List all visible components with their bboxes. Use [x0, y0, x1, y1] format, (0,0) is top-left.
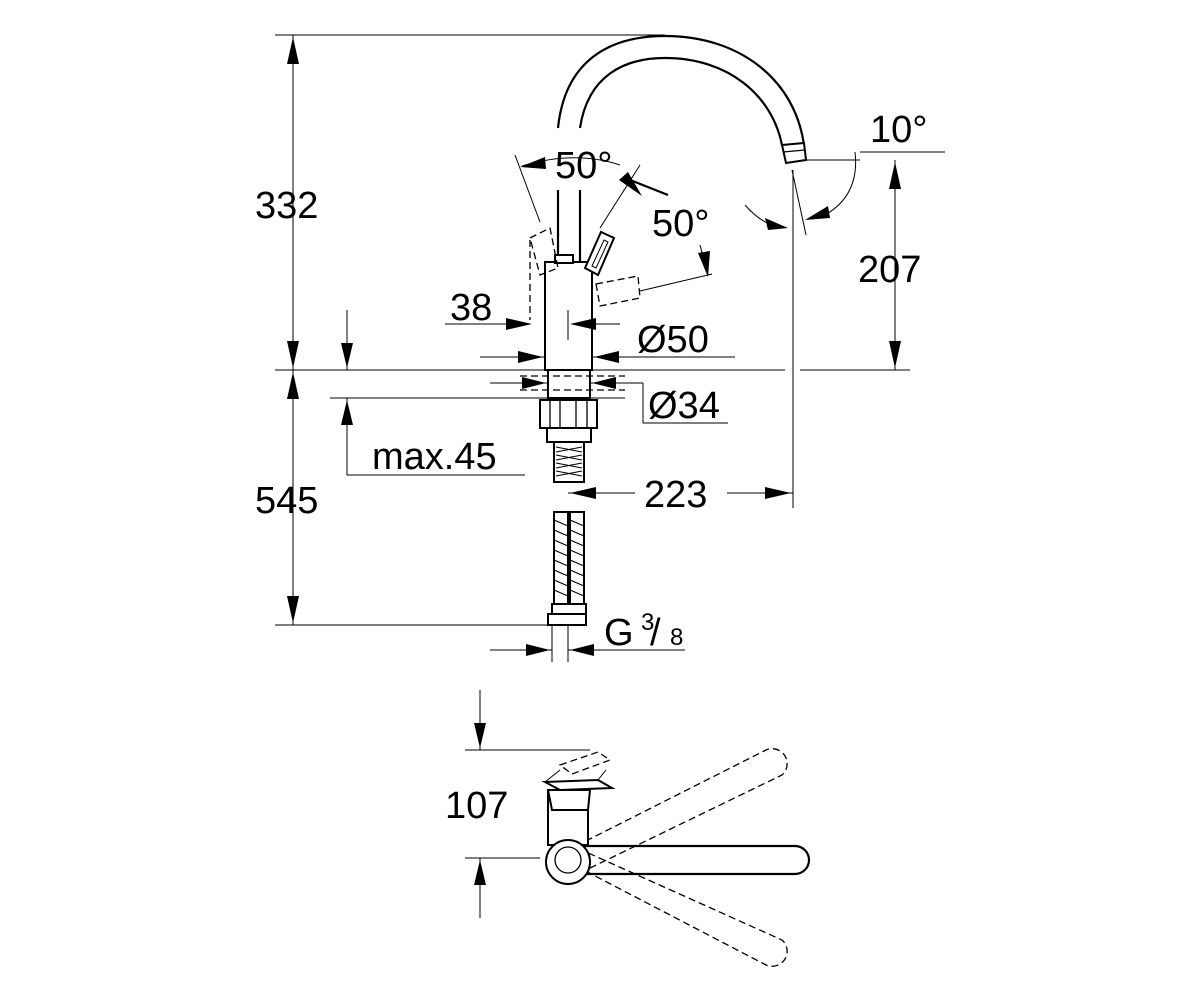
label-body-offset: 38: [450, 287, 492, 329]
label-lever-angle-side: 50°: [652, 203, 709, 245]
label-total-height-below: 545: [255, 480, 318, 522]
label-lever-angle-front: 50°: [555, 145, 612, 187]
label-connection-thread-numerator: 3: [641, 609, 654, 636]
label-spout-outlet-height: 207: [858, 249, 921, 291]
label-body-diameter: Ø50: [637, 319, 709, 361]
label-connection-thread-denominator: 8: [670, 624, 683, 651]
label-spout-reach: 223: [644, 474, 707, 516]
label-spout-tilt: 10°: [870, 109, 927, 151]
label-shank-diameter: Ø34: [648, 385, 720, 427]
label-connection-thread: G: [604, 612, 634, 654]
spout-dimension-lines: [568, 151, 945, 508]
height-dimension-lines: [275, 34, 910, 626]
faucet-side-view: [445, 34, 808, 662]
label-connection-thread-slash: /: [650, 612, 661, 654]
faucet-top-view: [465, 690, 811, 967]
label-top-view-depth: 107: [445, 785, 508, 827]
label-total-height-above: 332: [255, 185, 318, 227]
label-max-deck-thickness: max.45: [372, 436, 497, 478]
